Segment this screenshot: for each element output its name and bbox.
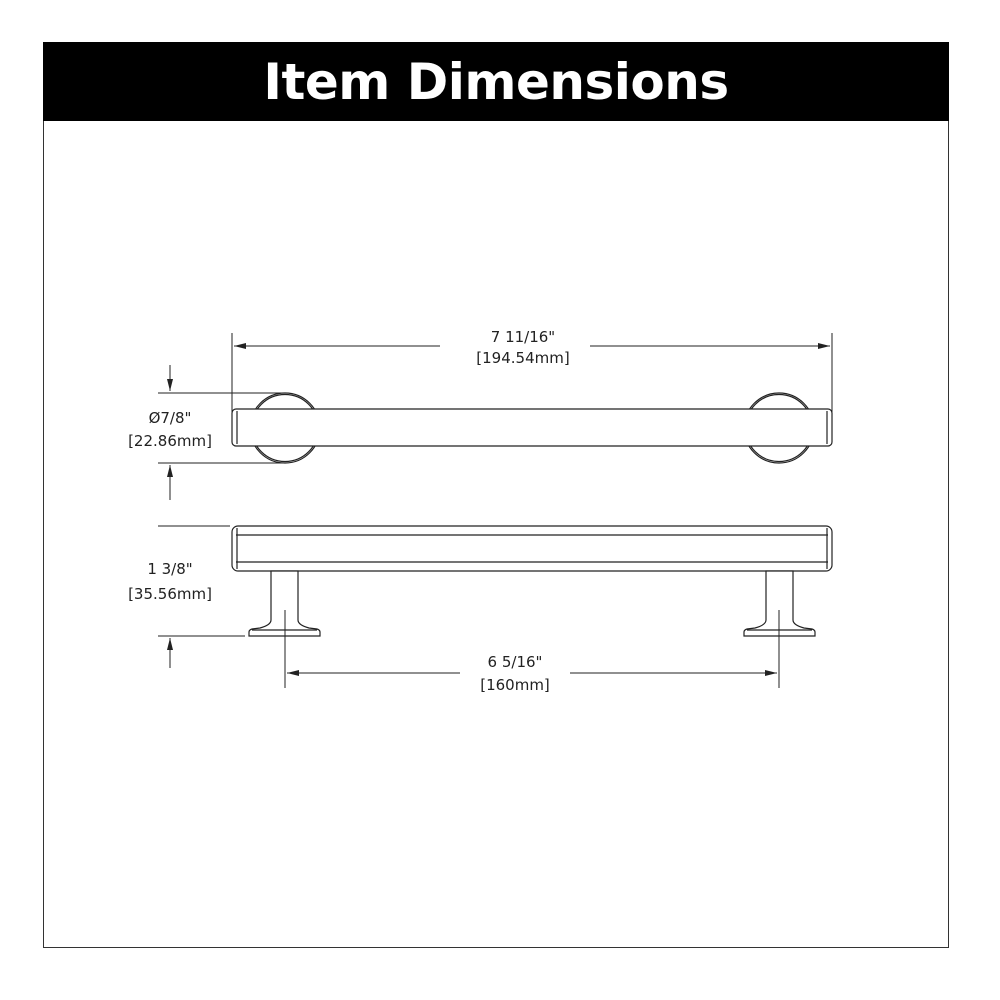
top-view (231, 392, 833, 464)
projection-metric: [35.56mm] (128, 585, 212, 603)
diameter-metric: [22.86mm] (128, 432, 212, 450)
diameter-dimension (158, 365, 285, 500)
projection-dimension (158, 525, 245, 668)
left-post (248, 570, 321, 637)
center-to-center-dimension (284, 610, 780, 688)
title-banner: Item Dimensions (43, 42, 949, 121)
center-to-center-metric: [160mm] (480, 676, 550, 694)
diameter-imperial: Ø7/8" (149, 409, 192, 427)
top-view-bar (231, 408, 833, 447)
projection-imperial: 1 3/8" (147, 560, 192, 578)
overall-length-metric: [194.54mm] (476, 349, 569, 367)
front-view (231, 525, 833, 637)
front-view-bar (231, 525, 833, 572)
overall-length-imperial: 7 11/16" (491, 328, 555, 346)
center-to-center-imperial: 6 5/16" (488, 653, 543, 671)
page-title: Item Dimensions (263, 52, 729, 111)
overall-length-dimension (231, 333, 833, 415)
right-post (743, 570, 816, 637)
